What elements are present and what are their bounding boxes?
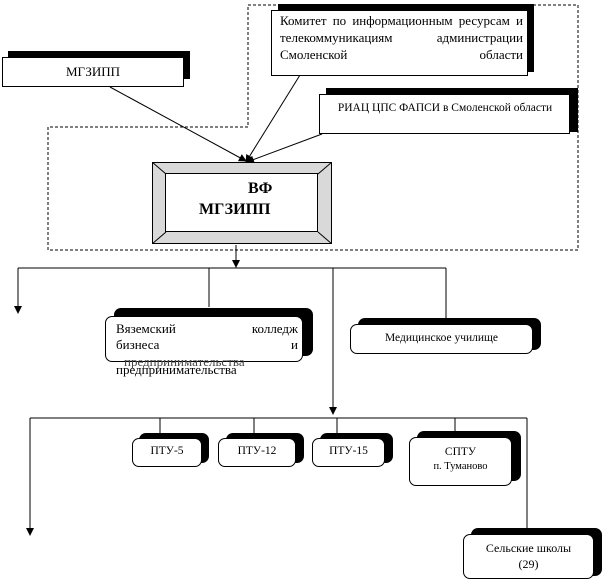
mgzipp-box: МГЗИПП (2, 57, 184, 87)
vyazma-ghost-text: предпринимательства (124, 354, 245, 369)
vyazma-label-line2: бизнеса и (116, 337, 298, 352)
vf-label-line2: МГЗИПП (199, 201, 271, 218)
vyazma-label-line1: Вяземский колледж (116, 321, 298, 336)
sptu-label-line2: п. Туманово (433, 461, 488, 472)
ptu15-label: ПТУ-15 (329, 445, 368, 457)
vyazma-box: Вяземский колледж бизнеса и (105, 316, 303, 362)
medical-box: Медицинское училище (350, 324, 533, 354)
riac-label: РИАЦ ЦПС ФАПСИ в Смоленской области (337, 102, 553, 114)
dashed-boundary (47, 4, 579, 251)
ptu15-box: ПТУ-15 (312, 438, 385, 467)
vyazma-label-line3: предпринимательства (116, 362, 237, 377)
arrow-committee-to-vf (245, 74, 301, 163)
vyazma-label: Вяземский колледж бизнеса и (116, 321, 298, 353)
committee-box: Комитет по информационным ресурсам и тел… (271, 10, 528, 76)
medical-label: Медицинское училище (384, 332, 498, 344)
rural-label-line1: Сельские школы (485, 541, 572, 555)
ptu12-label: ПТУ-12 (237, 445, 277, 457)
ptu5-label: ПТУ-5 (150, 445, 184, 457)
committee-label: Комитет по информационным ресурсам и тел… (280, 12, 523, 63)
rural-box: Сельские школы (29) (463, 534, 594, 579)
vf-label-line1: ВФ (248, 180, 273, 197)
rural-label-line2: (29) (518, 557, 539, 571)
committee-label-text: Комитет по информационным ресурсам и тел… (280, 13, 523, 62)
sptu-box: СПТУ п. Туманово (409, 437, 512, 486)
mgzipp-label: МГЗИПП (65, 64, 121, 79)
vf-bevel-corners (152, 162, 332, 244)
vf-box: ВФ МГЗИПП (165, 173, 318, 232)
arrow-mgzipp-to-vf (109, 86, 247, 162)
riac-box: РИАЦ ЦПС ФАПСИ в Смоленской области (319, 94, 570, 134)
ptu12-box: ПТУ-12 (218, 438, 296, 467)
arrow-riac-to-vf (246, 133, 323, 164)
sptu-label-line1: СПТУ (444, 446, 477, 458)
ptu5-box: ПТУ-5 (132, 438, 202, 467)
